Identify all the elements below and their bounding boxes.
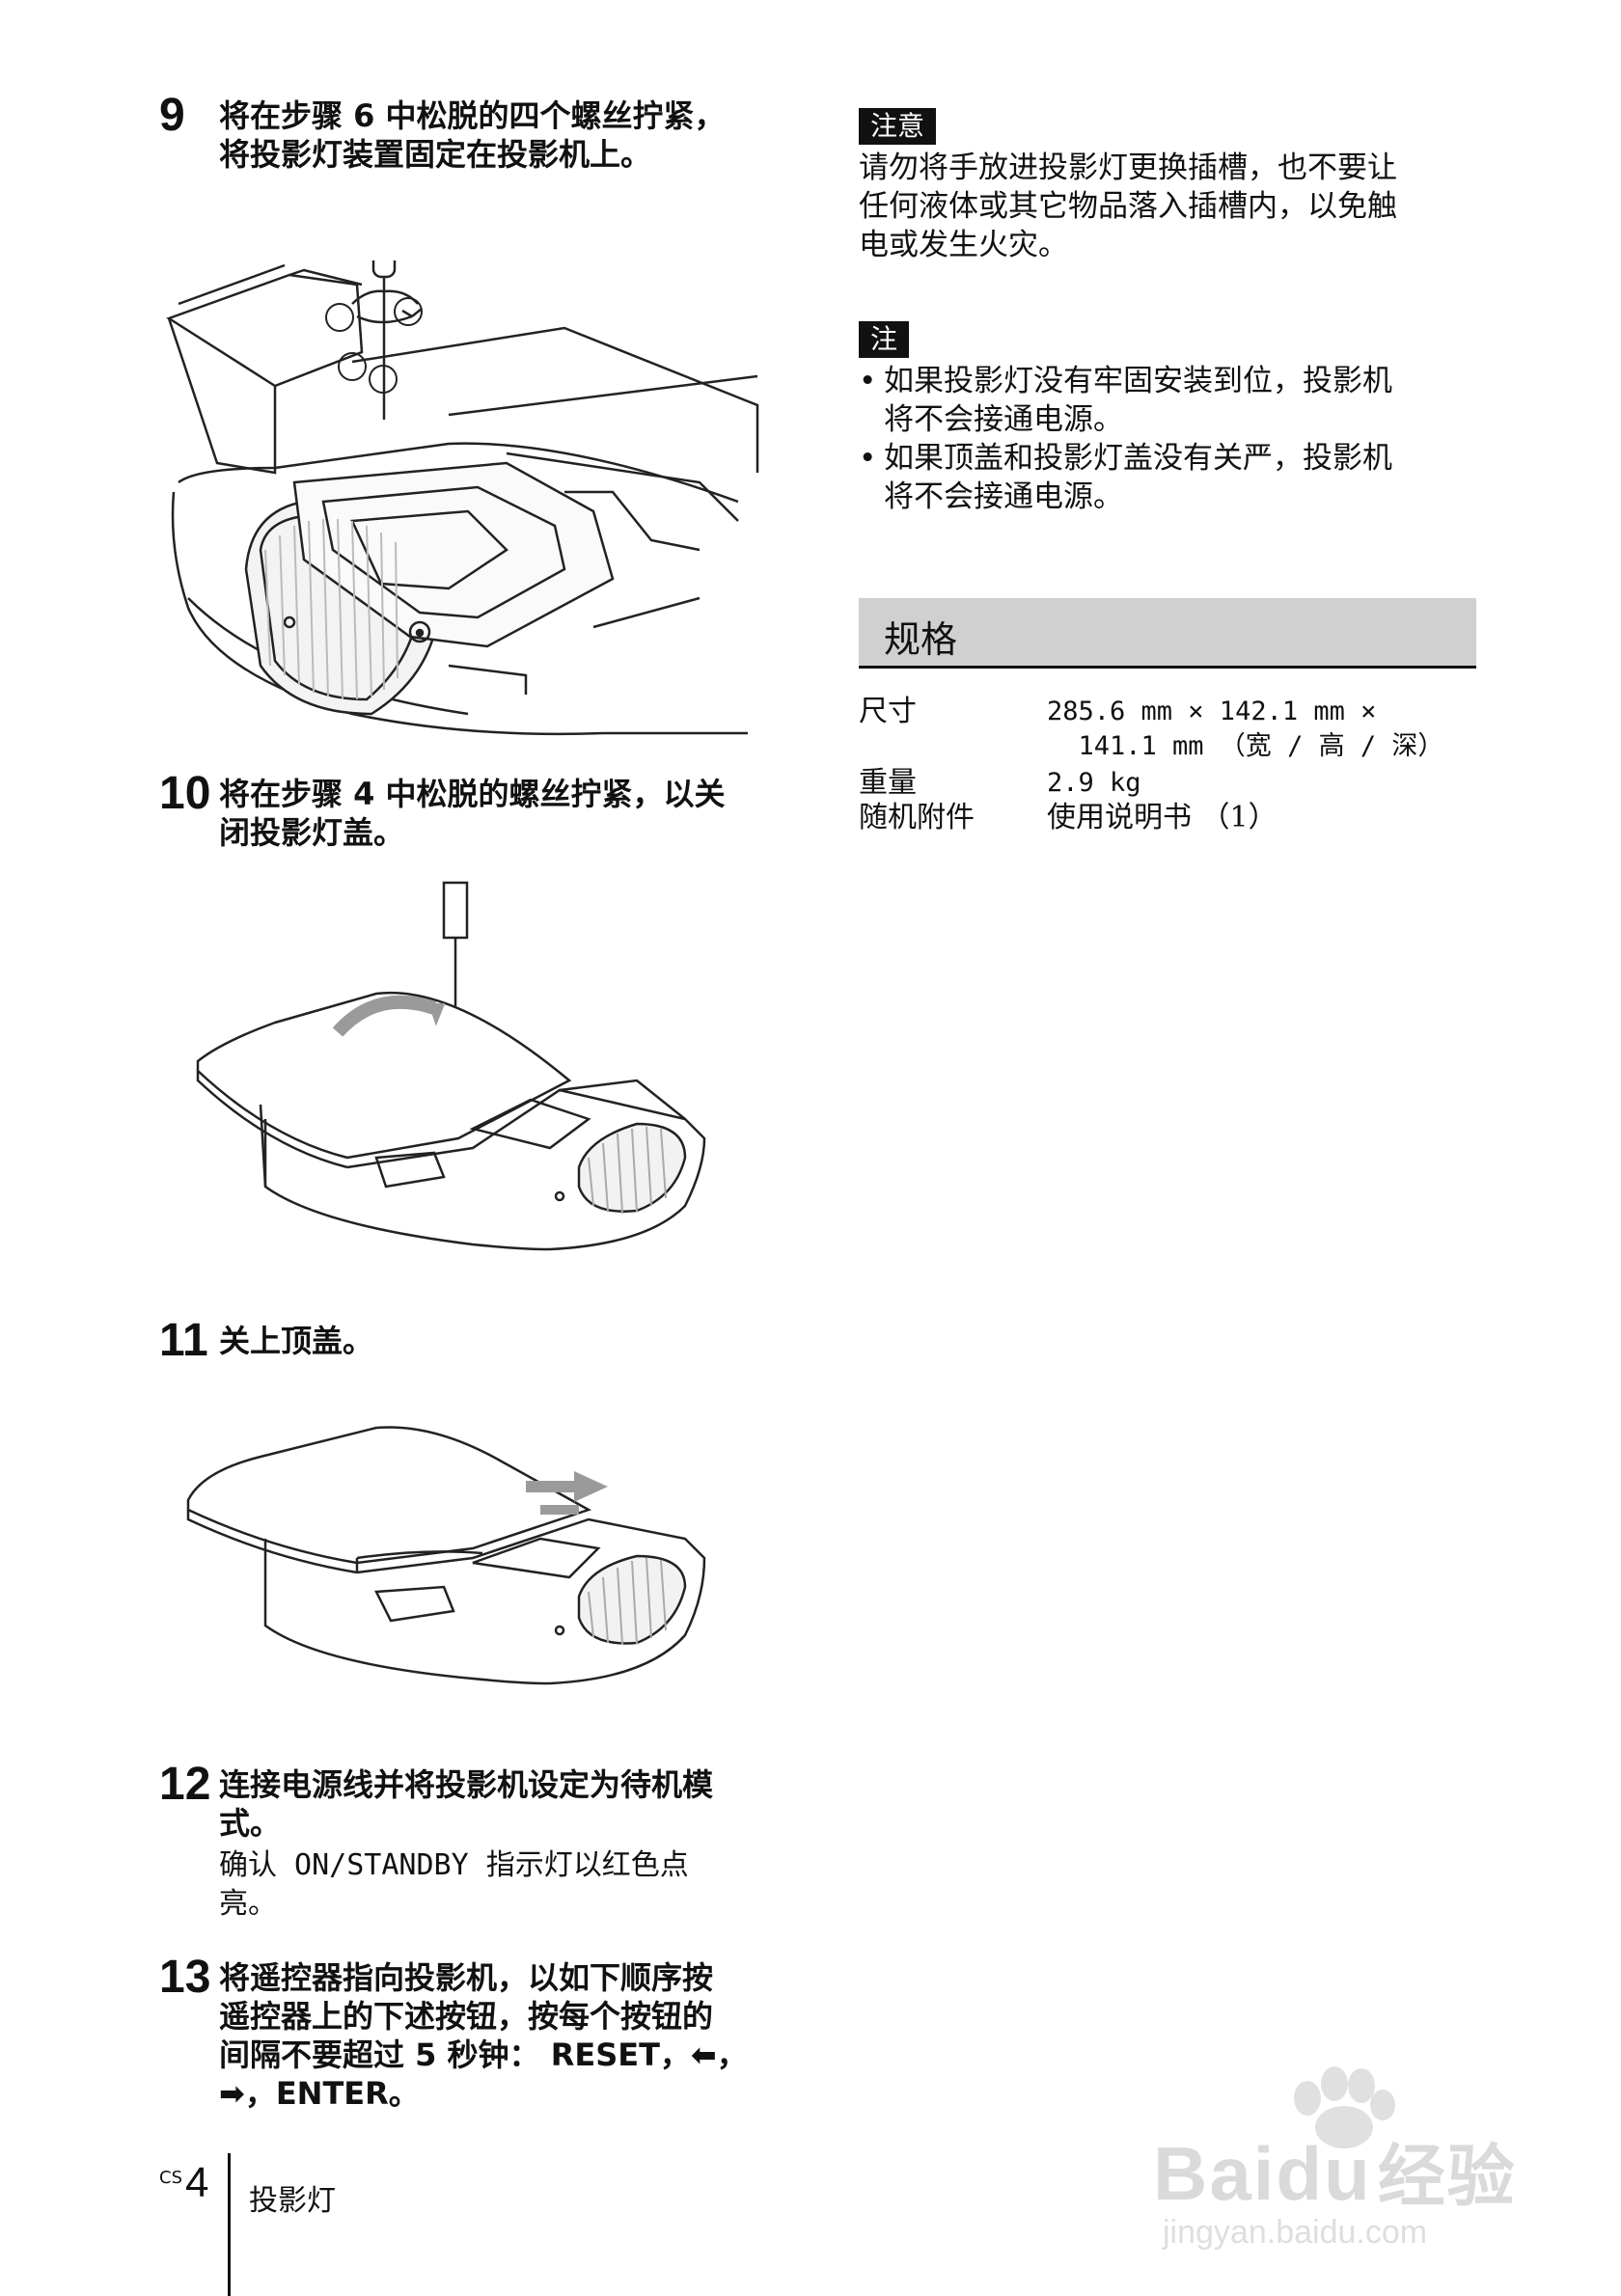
spec-key: 随机附件	[859, 801, 975, 834]
footer-page-number: 4	[185, 2159, 209, 2206]
figure-close-lamp-cover	[196, 881, 706, 1251]
spec-value: 285.6 mm × 142.1 mm ×	[1047, 697, 1377, 726]
note-section: 注 如果投影灯没有牢固安装到位，投影机 将不会接通电源。 如果顶盖和投影灯盖没有…	[859, 321, 1476, 516]
step-12: 12 连接电源线并将投影机设定为待机模 式。 确认 ON/STANDBY 指示灯…	[159, 1760, 786, 1924]
step-instruction-line: ➡，ENTER。	[219, 2075, 420, 2112]
spec-value-continued: 141.1 mm （宽 / 高 / 深）	[1047, 731, 1444, 761]
step-instruction-line: 遥控器上的下述按钮，按每个按钮的	[219, 1998, 714, 2035]
paw-icon	[1294, 2066, 1395, 2148]
step-10: 10 将在步骤 4 中松脱的螺丝拧紧，以关 闭投影灯盖。	[159, 769, 786, 852]
watermark-url: jingyan.baidu.com	[1163, 2214, 1428, 2251]
step-number: 10	[159, 768, 211, 819]
step-instruction-line: 将在步骤 6 中松脱的四个螺丝拧紧，	[219, 97, 726, 134]
spec-key: 尺寸	[859, 695, 917, 728]
spec-key: 重量	[859, 766, 917, 800]
step-number: 13	[159, 1952, 211, 2003]
spec-value: 2.9 kg	[1047, 768, 1141, 798]
step-11: 11 关上顶盖。	[159, 1316, 786, 1366]
note-bullet-line: 将不会接通电源。	[884, 479, 1123, 514]
specs-divider	[859, 666, 1476, 669]
watermark-brand-du: du	[1276, 2131, 1372, 2216]
caution-line: 电或发生火灾。	[859, 228, 1068, 262]
step-instruction-line: 间隔不要超过 5 秒钟： RESET，⬅，	[219, 2036, 748, 2073]
step-number: 12	[159, 1759, 211, 1810]
step-number: 9	[159, 90, 185, 141]
step-instruction-line: 连接电源线并将投影机设定为待机模	[219, 1766, 714, 1803]
step-instruction-line: 关上顶盖。	[219, 1323, 374, 1359]
caution-section: 注意 请勿将手放进投影灯更换插槽，也不要让 任何液体或其它物品落入插槽内，以免触…	[859, 108, 1476, 264]
caution-label: 注意	[859, 108, 937, 145]
step-instruction-line: 闭投影灯盖。	[219, 814, 405, 851]
baidu-jingyan-watermark: Baidu经验 jingyan.baidu.com	[1153, 2045, 1558, 2257]
spec-row-weight: 重量 2.9 kg	[859, 766, 1476, 801]
step-number: 11	[159, 1315, 208, 1366]
caution-line: 请勿将手放进投影灯更换插槽，也不要让	[859, 150, 1397, 185]
figure-close-top-cover	[186, 1426, 706, 1685]
step-9: 9 将在步骤 6 中松脱的四个螺丝拧紧， 将投影灯装置固定在投影机上。	[159, 91, 786, 174]
caution-line: 任何液体或其它物品落入插槽内，以免触	[859, 189, 1397, 224]
specs-heading: 规格	[884, 618, 958, 661]
footer-language-code: CS	[159, 2168, 182, 2188]
figure-lamp-unit-screws	[166, 260, 759, 736]
note-bullet: 如果顶盖和投影灯盖没有关严，投影机 将不会接通电源。	[859, 439, 1476, 516]
note-bullet-line: 将不会接通电源。	[884, 402, 1123, 437]
spec-row-dimensions: 尺寸 285.6 mm × 142.1 mm × 141.1 mm （宽 / 高…	[859, 695, 1476, 764]
step-instruction-line: 将在步骤 4 中松脱的螺丝拧紧，以关	[219, 776, 726, 812]
watermark-product: 经验	[1377, 2139, 1517, 2214]
step-instruction-line: 将投影灯装置固定在投影机上。	[219, 136, 652, 173]
watermark-brand: Bai	[1153, 2131, 1277, 2216]
step-instruction-line: 将遥控器指向投影机，以如下顺序按	[219, 1959, 714, 1996]
step-13: 13 将遥控器指向投影机，以如下顺序按 遥控器上的下述按钮，按每个按钮的 间隔不…	[159, 1953, 786, 2113]
specs-heading-bar: 规格	[859, 598, 1476, 666]
footer-divider	[228, 2153, 231, 2296]
spec-value: 使用说明书 （1）	[1047, 801, 1278, 834]
step-detail-line: 亮。	[219, 1887, 277, 1921]
note-bullet-line: 如果投影灯没有牢固安装到位，投影机	[884, 364, 1392, 398]
note-bullet-line: 如果顶盖和投影灯盖没有关严，投影机	[884, 441, 1392, 476]
footer-section-title: 投影灯	[249, 2184, 336, 2218]
step-detail-line: 确认 ON/STANDBY 指示灯以红色点	[219, 1848, 689, 1882]
step-instruction-line: 式。	[219, 1805, 282, 1842]
note-label: 注	[859, 321, 910, 358]
spec-row-accessories: 随机附件 使用说明书 （1）	[859, 801, 1476, 835]
note-bullet: 如果投影灯没有牢固安装到位，投影机 将不会接通电源。	[859, 362, 1476, 439]
